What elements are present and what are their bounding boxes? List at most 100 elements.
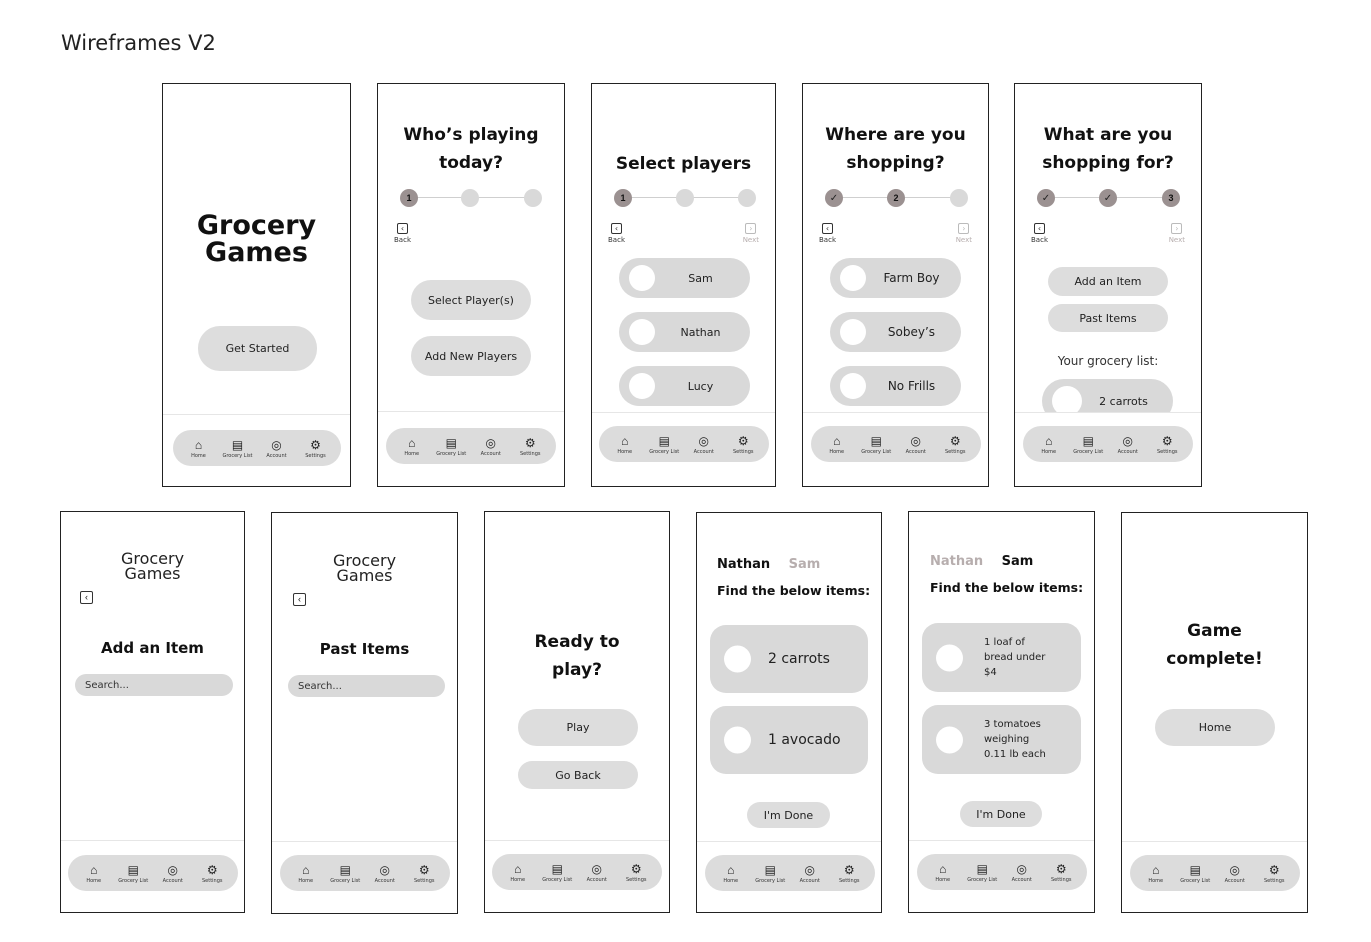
back-button[interactable]: ‹Back <box>394 223 411 244</box>
add-an-item-button[interactable]: Add an Item <box>1048 267 1168 296</box>
tab-settings[interactable]: ⚙Settings <box>1156 433 1178 455</box>
play-button[interactable]: Play <box>518 709 638 746</box>
tab-home[interactable]: ⌂Home <box>723 862 739 884</box>
back-button[interactable]: ‹Back <box>1031 223 1048 244</box>
find-item-card[interactable]: 1 avocado <box>710 706 868 774</box>
wireframe-game-nathan: Nathan Sam Find the below items: 2 carro… <box>696 512 882 913</box>
tab-settings[interactable]: ⚙Settings <box>305 437 326 459</box>
tab-bar: ⌂Home ▤Grocery List ◎Account ⚙Settings <box>492 854 662 890</box>
store-option-sobeys[interactable]: Sobey’s <box>830 312 961 352</box>
tab-settings[interactable]: ⚙Settings <box>519 435 541 457</box>
next-button[interactable]: ›Next <box>742 223 759 244</box>
tab-grocery-list[interactable]: ▤Grocery List <box>222 437 253 459</box>
tab-account[interactable]: ◎Account <box>1224 862 1245 884</box>
back-button[interactable]: ‹ <box>293 593 306 606</box>
tab-account[interactable]: ◎Account <box>266 437 287 459</box>
step-2: 2 <box>887 189 905 207</box>
chevron-left-icon: ‹ <box>611 223 622 234</box>
tab-grocery-list[interactable]: ▤Grocery List <box>755 862 786 884</box>
tab-settings[interactable]: ⚙Settings <box>944 433 966 455</box>
tab-settings[interactable]: ⚙Settings <box>201 862 223 884</box>
player-inactive[interactable]: Nathan <box>930 554 984 569</box>
tab-home[interactable]: ⌂Home <box>1041 433 1057 455</box>
tab-settings[interactable]: ⚙Settings <box>625 861 647 883</box>
tab-settings[interactable]: ⚙Settings <box>413 862 435 884</box>
go-back-button[interactable]: Go Back <box>518 761 638 789</box>
tab-bar: ⌂Home ▤Grocery List ◎Account ⚙Settings <box>705 855 875 891</box>
player-option-sam[interactable]: Sam <box>619 258 750 298</box>
next-button[interactable]: ›Next <box>1168 223 1185 244</box>
tab-home[interactable]: ⌂Home <box>829 433 845 455</box>
tab-home[interactable]: ⌂Home <box>86 862 102 884</box>
im-done-button[interactable]: I'm Done <box>747 802 830 828</box>
tab-account[interactable]: ◎Account <box>1117 433 1138 455</box>
step-3 <box>738 189 756 207</box>
tab-account[interactable]: ◎Account <box>905 433 926 455</box>
step-2-complete: ✓ <box>1099 189 1117 207</box>
next-button[interactable]: ›Next <box>955 223 972 244</box>
radio-circle <box>840 319 866 345</box>
store-option-farm-boy[interactable]: Farm Boy <box>830 258 961 298</box>
wireframe-add-item: Grocery Games ‹ Add an Item Search... ⌂H… <box>60 511 245 913</box>
search-input[interactable]: Search... <box>75 674 233 696</box>
find-item-card[interactable]: 3 tomatoes weighing 0.11 lb each <box>922 705 1081 774</box>
list-icon: ▤ <box>231 437 244 452</box>
tab-account[interactable]: ◎Account <box>374 862 395 884</box>
get-started-button[interactable]: Get Started <box>198 326 317 371</box>
tab-grocery-list[interactable]: ▤Grocery List <box>1180 862 1211 884</box>
past-items-button[interactable]: Past Items <box>1048 304 1168 332</box>
find-item-card[interactable]: 2 carrots <box>710 625 868 693</box>
store-option-no-frills[interactable]: No Frills <box>830 366 961 406</box>
tab-grocery-list[interactable]: ▤Grocery List <box>649 433 680 455</box>
tab-settings[interactable]: ⚙Settings <box>1050 861 1072 883</box>
tab-account[interactable]: ◎Account <box>799 862 820 884</box>
tab-home[interactable]: ⌂Home <box>935 861 951 883</box>
tab-home[interactable]: ⌂Home <box>510 861 526 883</box>
chevron-right-icon: › <box>958 223 970 234</box>
tab-grocery-list[interactable]: ▤Grocery List <box>330 862 361 884</box>
tab-grocery-list[interactable]: ▤Grocery List <box>436 435 467 457</box>
gear-icon: ⚙ <box>949 433 961 448</box>
page-title: Wireframes V2 <box>61 31 216 55</box>
player-active[interactable]: Sam <box>1001 554 1034 569</box>
player-option-lucy[interactable]: Lucy <box>619 366 750 406</box>
checkbox-circle <box>724 726 751 754</box>
list-icon: ▤ <box>870 433 882 448</box>
tab-account[interactable]: ◎Account <box>162 862 183 884</box>
tab-home[interactable]: ⌂Home <box>617 433 633 455</box>
list-icon: ▤ <box>551 861 563 876</box>
tab-account[interactable]: ◎Account <box>1011 861 1032 883</box>
account-icon: ◎ <box>1229 862 1240 877</box>
progress-stepper: ✓ 2 <box>825 188 968 208</box>
tab-account[interactable]: ◎Account <box>480 435 501 457</box>
select-players-button[interactable]: Select Player(s) <box>411 280 531 320</box>
tab-grocery-list[interactable]: ▤Grocery List <box>1073 433 1104 455</box>
tab-account[interactable]: ◎Account <box>586 861 607 883</box>
back-button[interactable]: ‹ <box>80 591 93 604</box>
tab-grocery-list[interactable]: ▤Grocery List <box>118 862 149 884</box>
tab-grocery-list[interactable]: ▤Grocery List <box>542 861 573 883</box>
find-item-card[interactable]: 1 loaf of bread under $4 <box>922 623 1081 692</box>
home-button[interactable]: Home <box>1155 709 1275 746</box>
chevron-right-icon: › <box>1171 223 1183 234</box>
back-button[interactable]: ‹Back <box>608 223 625 244</box>
tab-settings[interactable]: ⚙Settings <box>838 862 860 884</box>
tab-settings[interactable]: ⚙Settings <box>732 433 754 455</box>
tab-home[interactable]: ⌂Home <box>191 437 206 459</box>
tab-home[interactable]: ⌂Home <box>1148 862 1164 884</box>
screen-title: Where are you shopping? <box>825 125 966 173</box>
search-input[interactable]: Search... <box>288 675 445 697</box>
checkbox-circle <box>1052 386 1082 416</box>
tab-grocery-list[interactable]: ▤Grocery List <box>861 433 892 455</box>
tab-account[interactable]: ◎Account <box>693 433 714 455</box>
player-active[interactable]: Nathan <box>717 557 771 572</box>
player-option-nathan[interactable]: Nathan <box>619 312 750 352</box>
back-button[interactable]: ‹Back <box>819 223 836 244</box>
tab-grocery-list[interactable]: ▤Grocery List <box>967 861 998 883</box>
player-inactive[interactable]: Sam <box>788 557 821 572</box>
tab-settings[interactable]: ⚙Settings <box>1263 862 1285 884</box>
add-new-players-button[interactable]: Add New Players <box>411 336 531 376</box>
im-done-button[interactable]: I'm Done <box>960 801 1042 827</box>
tab-home[interactable]: ⌂Home <box>298 862 314 884</box>
tab-home[interactable]: ⌂Home <box>404 435 420 457</box>
